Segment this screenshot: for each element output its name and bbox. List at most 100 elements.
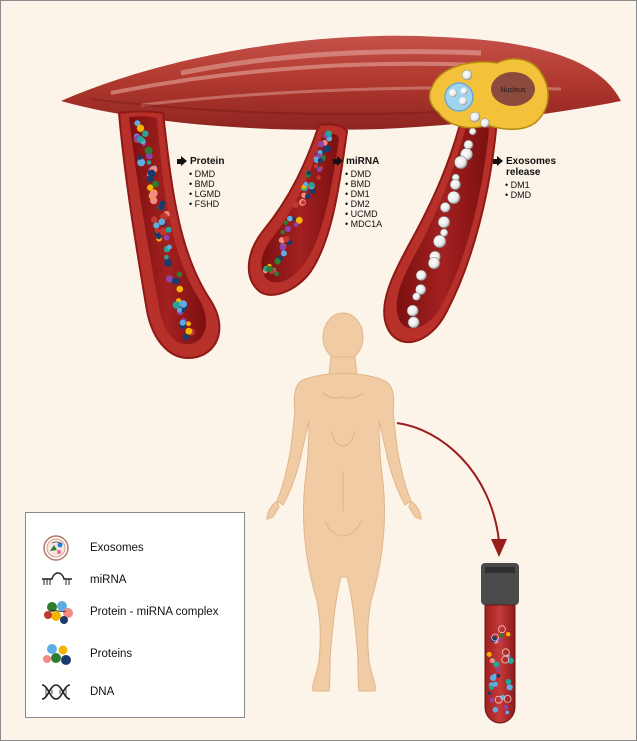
particle [137, 159, 145, 167]
particle [314, 164, 318, 168]
dna-icon [26, 677, 90, 707]
particle [499, 633, 503, 637]
particle [301, 200, 305, 204]
particle [153, 222, 159, 228]
mirna-disease-item: UCMD [345, 209, 382, 219]
exosome-particle [416, 270, 426, 280]
exosome-particle [455, 156, 468, 169]
particle [177, 272, 183, 278]
protein-disease-item: FSHD [189, 199, 224, 209]
particle [183, 334, 190, 341]
particle [487, 652, 492, 657]
exosome-particle [407, 305, 418, 316]
mirna-disease-item: DM1 [345, 189, 382, 199]
particle [152, 181, 159, 188]
particle [138, 155, 143, 160]
particle [504, 705, 508, 709]
legend-label: Exosomes [90, 542, 144, 554]
particle [164, 255, 169, 260]
sampling-arrow [397, 423, 507, 557]
legend-item-proteins: Proteins [26, 639, 244, 669]
particle [324, 145, 331, 152]
mirna-disease-item: MDC1A [345, 219, 382, 229]
legend-item-mirna: miRNA [26, 565, 244, 595]
right-arrow-icon [493, 156, 503, 166]
blood-vessel-protein [119, 112, 219, 358]
protein-annotation-title: Protein [190, 156, 224, 167]
multivesicular-body [445, 83, 473, 111]
legend-label: miRNA [90, 574, 126, 586]
protein-mirna-complex-icon [26, 597, 90, 627]
legend-label: Proteins [90, 648, 132, 660]
exosome-particle [448, 191, 461, 204]
particle [307, 171, 312, 176]
particle [164, 235, 170, 241]
particle [186, 321, 191, 326]
particle [318, 158, 323, 163]
human-body [267, 313, 421, 691]
particle [137, 136, 144, 143]
particle [164, 259, 172, 267]
particle [506, 632, 510, 636]
particle [493, 707, 499, 713]
exosomes-annotation-title: Exosomes [506, 156, 556, 167]
particle [284, 221, 289, 226]
particle [308, 182, 314, 188]
exosome-particle [464, 140, 473, 149]
blood-vessel-exosomes [384, 112, 497, 342]
exosome-particle [438, 216, 450, 228]
particle [490, 698, 495, 703]
particle [148, 170, 156, 178]
protein-annotation: Protein DMD BMD LGMD FSHD [177, 156, 224, 209]
particle [304, 182, 309, 187]
particle [274, 258, 280, 264]
particle [151, 216, 157, 222]
protein-disease-item: BMD [189, 179, 224, 189]
exosome-particle [469, 128, 476, 135]
particle [281, 230, 285, 234]
particle [137, 125, 144, 132]
particle [293, 202, 299, 208]
particle [166, 227, 172, 233]
particle [155, 228, 160, 233]
particle [160, 201, 166, 207]
nucleus-label: Nucleus [500, 87, 526, 94]
particle [316, 175, 320, 179]
legend-label: Protein - miRNA complex [90, 606, 218, 618]
mirna-annotation-title: miRNA [346, 156, 379, 167]
particle [506, 679, 512, 685]
particle [490, 675, 496, 681]
particle [266, 266, 273, 273]
particle [145, 147, 153, 155]
particle [496, 668, 500, 672]
legend-item-exosomes: Exosomes [26, 533, 244, 563]
particle [305, 194, 311, 200]
particle [180, 320, 186, 326]
exosome-particle [413, 293, 421, 301]
particle [167, 245, 172, 250]
particle [147, 184, 153, 190]
legend-item-protein-mirna-complex: Protein - miRNA complex [26, 597, 244, 627]
particle [294, 222, 299, 227]
particle [142, 131, 148, 137]
mirna-disease-item: DMD [345, 169, 382, 179]
particle [317, 167, 322, 172]
particle [172, 278, 179, 285]
secreting-cell: Nucleus [430, 59, 548, 129]
particle [507, 684, 513, 690]
mirna-icon [26, 565, 90, 595]
particle [156, 234, 161, 239]
particle [287, 216, 293, 222]
particle [325, 131, 332, 138]
particle [159, 219, 166, 226]
right-arrow-icon [177, 156, 187, 166]
particle [179, 300, 187, 308]
exosome-icon [26, 533, 90, 563]
particle [505, 711, 509, 715]
exosome-particle [428, 257, 440, 269]
particle [177, 286, 184, 293]
mirna-disease-item: DM2 [345, 199, 382, 209]
exosomes-annotation-title-line2: release [506, 167, 556, 178]
particle [150, 197, 157, 204]
